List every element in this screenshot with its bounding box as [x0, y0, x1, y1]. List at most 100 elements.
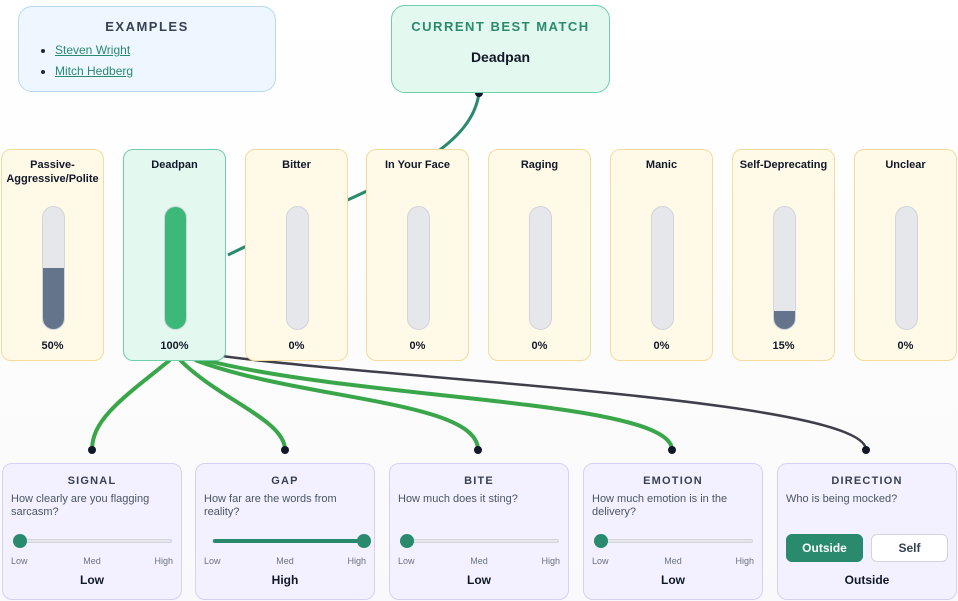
category-meter [529, 206, 552, 330]
category-name: Deadpan [151, 159, 198, 171]
emotion-panel: EMOTION How much emotion is in the delive… [583, 463, 763, 600]
bite-title: BITE [464, 475, 494, 487]
category-meter [651, 206, 674, 330]
wire-deadpan-to-gap [178, 358, 287, 451]
emotion-current-value: Low [661, 573, 685, 587]
scale-high-label: High [347, 556, 366, 566]
category-name: Manic [645, 159, 678, 171]
wire-node-bite [474, 446, 482, 454]
signal-slider-thumb[interactable] [13, 534, 27, 548]
category-meter-fill [43, 268, 64, 329]
best-match-panel: CURRENT BEST MATCH Deadpan [391, 5, 610, 93]
category-meter [164, 206, 187, 330]
gap-slider-thumb[interactable] [357, 534, 371, 548]
category-percent: 0% [288, 340, 305, 352]
emotion-scale-labels: Low Med High [592, 556, 754, 568]
emotion-title: EMOTION [643, 475, 703, 487]
category-card-raging[interactable]: Raging 0% [488, 149, 591, 361]
gap-slider[interactable] [212, 534, 371, 548]
list-item: Steven Wright [55, 40, 257, 61]
example-link-steven-wright[interactable]: Steven Wright [55, 43, 131, 57]
example-link-mitch-hedberg[interactable]: Mitch Hedberg [55, 64, 134, 78]
category-percent: 0% [409, 340, 426, 352]
examples-panel: EXAMPLES Steven Wright Mitch Hedberg [18, 6, 276, 92]
signal-slider[interactable] [13, 534, 172, 548]
scale-low-label: Low [204, 556, 221, 566]
bite-question: How much does it sting? [398, 493, 518, 505]
category-meter [407, 206, 430, 330]
gap-title: GAP [271, 475, 299, 487]
gap-current-value: High [271, 573, 299, 587]
scale-med-label: Med [83, 556, 101, 566]
wire-deadpan-to-emotion [204, 358, 674, 451]
direction-current-value: Outside [844, 573, 890, 587]
scale-high-label: High [541, 556, 560, 566]
scale-med-label: Med [470, 556, 488, 566]
gap-question: How far are the words from reality? [204, 493, 337, 518]
wire-node-emotion [668, 446, 676, 454]
scale-low-label: Low [592, 556, 609, 566]
category-card-in-your-face[interactable]: In Your Face 0% [366, 149, 469, 361]
category-card-passive-aggressive-polite[interactable]: Passive-Aggressive/Polite 50% [1, 149, 104, 361]
bite-slider[interactable] [400, 534, 559, 548]
scale-med-label: Med [276, 556, 294, 566]
gap-panel: GAP How far are the words from reality? Lo… [195, 463, 375, 600]
bite-scale-labels: Low Med High [398, 556, 560, 568]
emotion-slider[interactable] [594, 534, 753, 548]
category-name: Unclear [885, 159, 926, 171]
scale-low-label: Low [398, 556, 415, 566]
bite-slider-thumb[interactable] [400, 534, 414, 548]
emotion-slider-thumb[interactable] [594, 534, 608, 548]
scale-med-label: Med [664, 556, 682, 566]
signal-current-value: Low [80, 573, 104, 587]
wire-deadpan-to-signal [90, 358, 172, 451]
wire-node-direction [862, 446, 870, 454]
list-item: Mitch Hedberg [55, 61, 257, 82]
category-card-deadpan[interactable]: Deadpan 100% [123, 149, 226, 361]
category-name: Passive-Aggressive/Polite [6, 159, 99, 185]
category-percent: 15% [772, 340, 795, 352]
category-meter-fill [165, 207, 186, 329]
gap-slider-fill [213, 539, 364, 543]
signal-scale-labels: Low Med High [11, 556, 173, 568]
wire-node-signal [88, 446, 96, 454]
category-card-bitter[interactable]: Bitter 0% [245, 149, 348, 361]
best-match-value: Deadpan [470, 49, 531, 65]
category-name: Raging [520, 159, 559, 171]
direction-outside-button[interactable]: Outside [786, 534, 863, 562]
category-name: In Your Face [384, 159, 450, 171]
category-name: Bitter [282, 159, 311, 171]
category-card-self-deprecating[interactable]: Self-Deprecating 15% [732, 149, 835, 361]
category-percent: 0% [531, 340, 548, 352]
direction-panel: DIRECTION Who is being mocked? Outside S… [777, 463, 957, 600]
direction-question: Who is being mocked? [786, 493, 898, 505]
signal-title: SIGNAL [67, 475, 117, 487]
wire-deadpan-to-direction [221, 354, 868, 451]
category-percent: 0% [653, 340, 670, 352]
category-meter [286, 206, 309, 330]
examples-title: EXAMPLES [105, 19, 189, 34]
category-meter-fill [774, 310, 795, 329]
scale-high-label: High [154, 556, 173, 566]
wire-deadpan-to-bite [194, 358, 480, 451]
emotion-question: How much emotion is in the delivery? [592, 493, 728, 518]
scale-low-label: Low [11, 556, 28, 566]
category-meter [773, 206, 796, 330]
gap-scale-labels: Low Med High [204, 556, 366, 568]
category-card-unclear[interactable]: Unclear 0% [854, 149, 957, 361]
category-percent: 0% [897, 340, 914, 352]
direction-title: DIRECTION [831, 475, 903, 487]
category-name: Self-Deprecating [739, 159, 828, 171]
direction-self-button[interactable]: Self [871, 534, 948, 562]
direction-toggle: Outside Self [786, 534, 948, 562]
signal-question: How clearly are you flagging sarcasm? [11, 493, 150, 518]
category-meter [895, 206, 918, 330]
examples-list: Steven Wright Mitch Hedberg [37, 40, 257, 82]
scale-high-label: High [735, 556, 754, 566]
category-card-manic[interactable]: Manic 0% [610, 149, 713, 361]
best-match-title: CURRENT BEST MATCH [411, 19, 590, 34]
category-percent: 50% [41, 340, 64, 352]
category-percent: 100% [160, 340, 189, 352]
category-meter [42, 206, 65, 330]
